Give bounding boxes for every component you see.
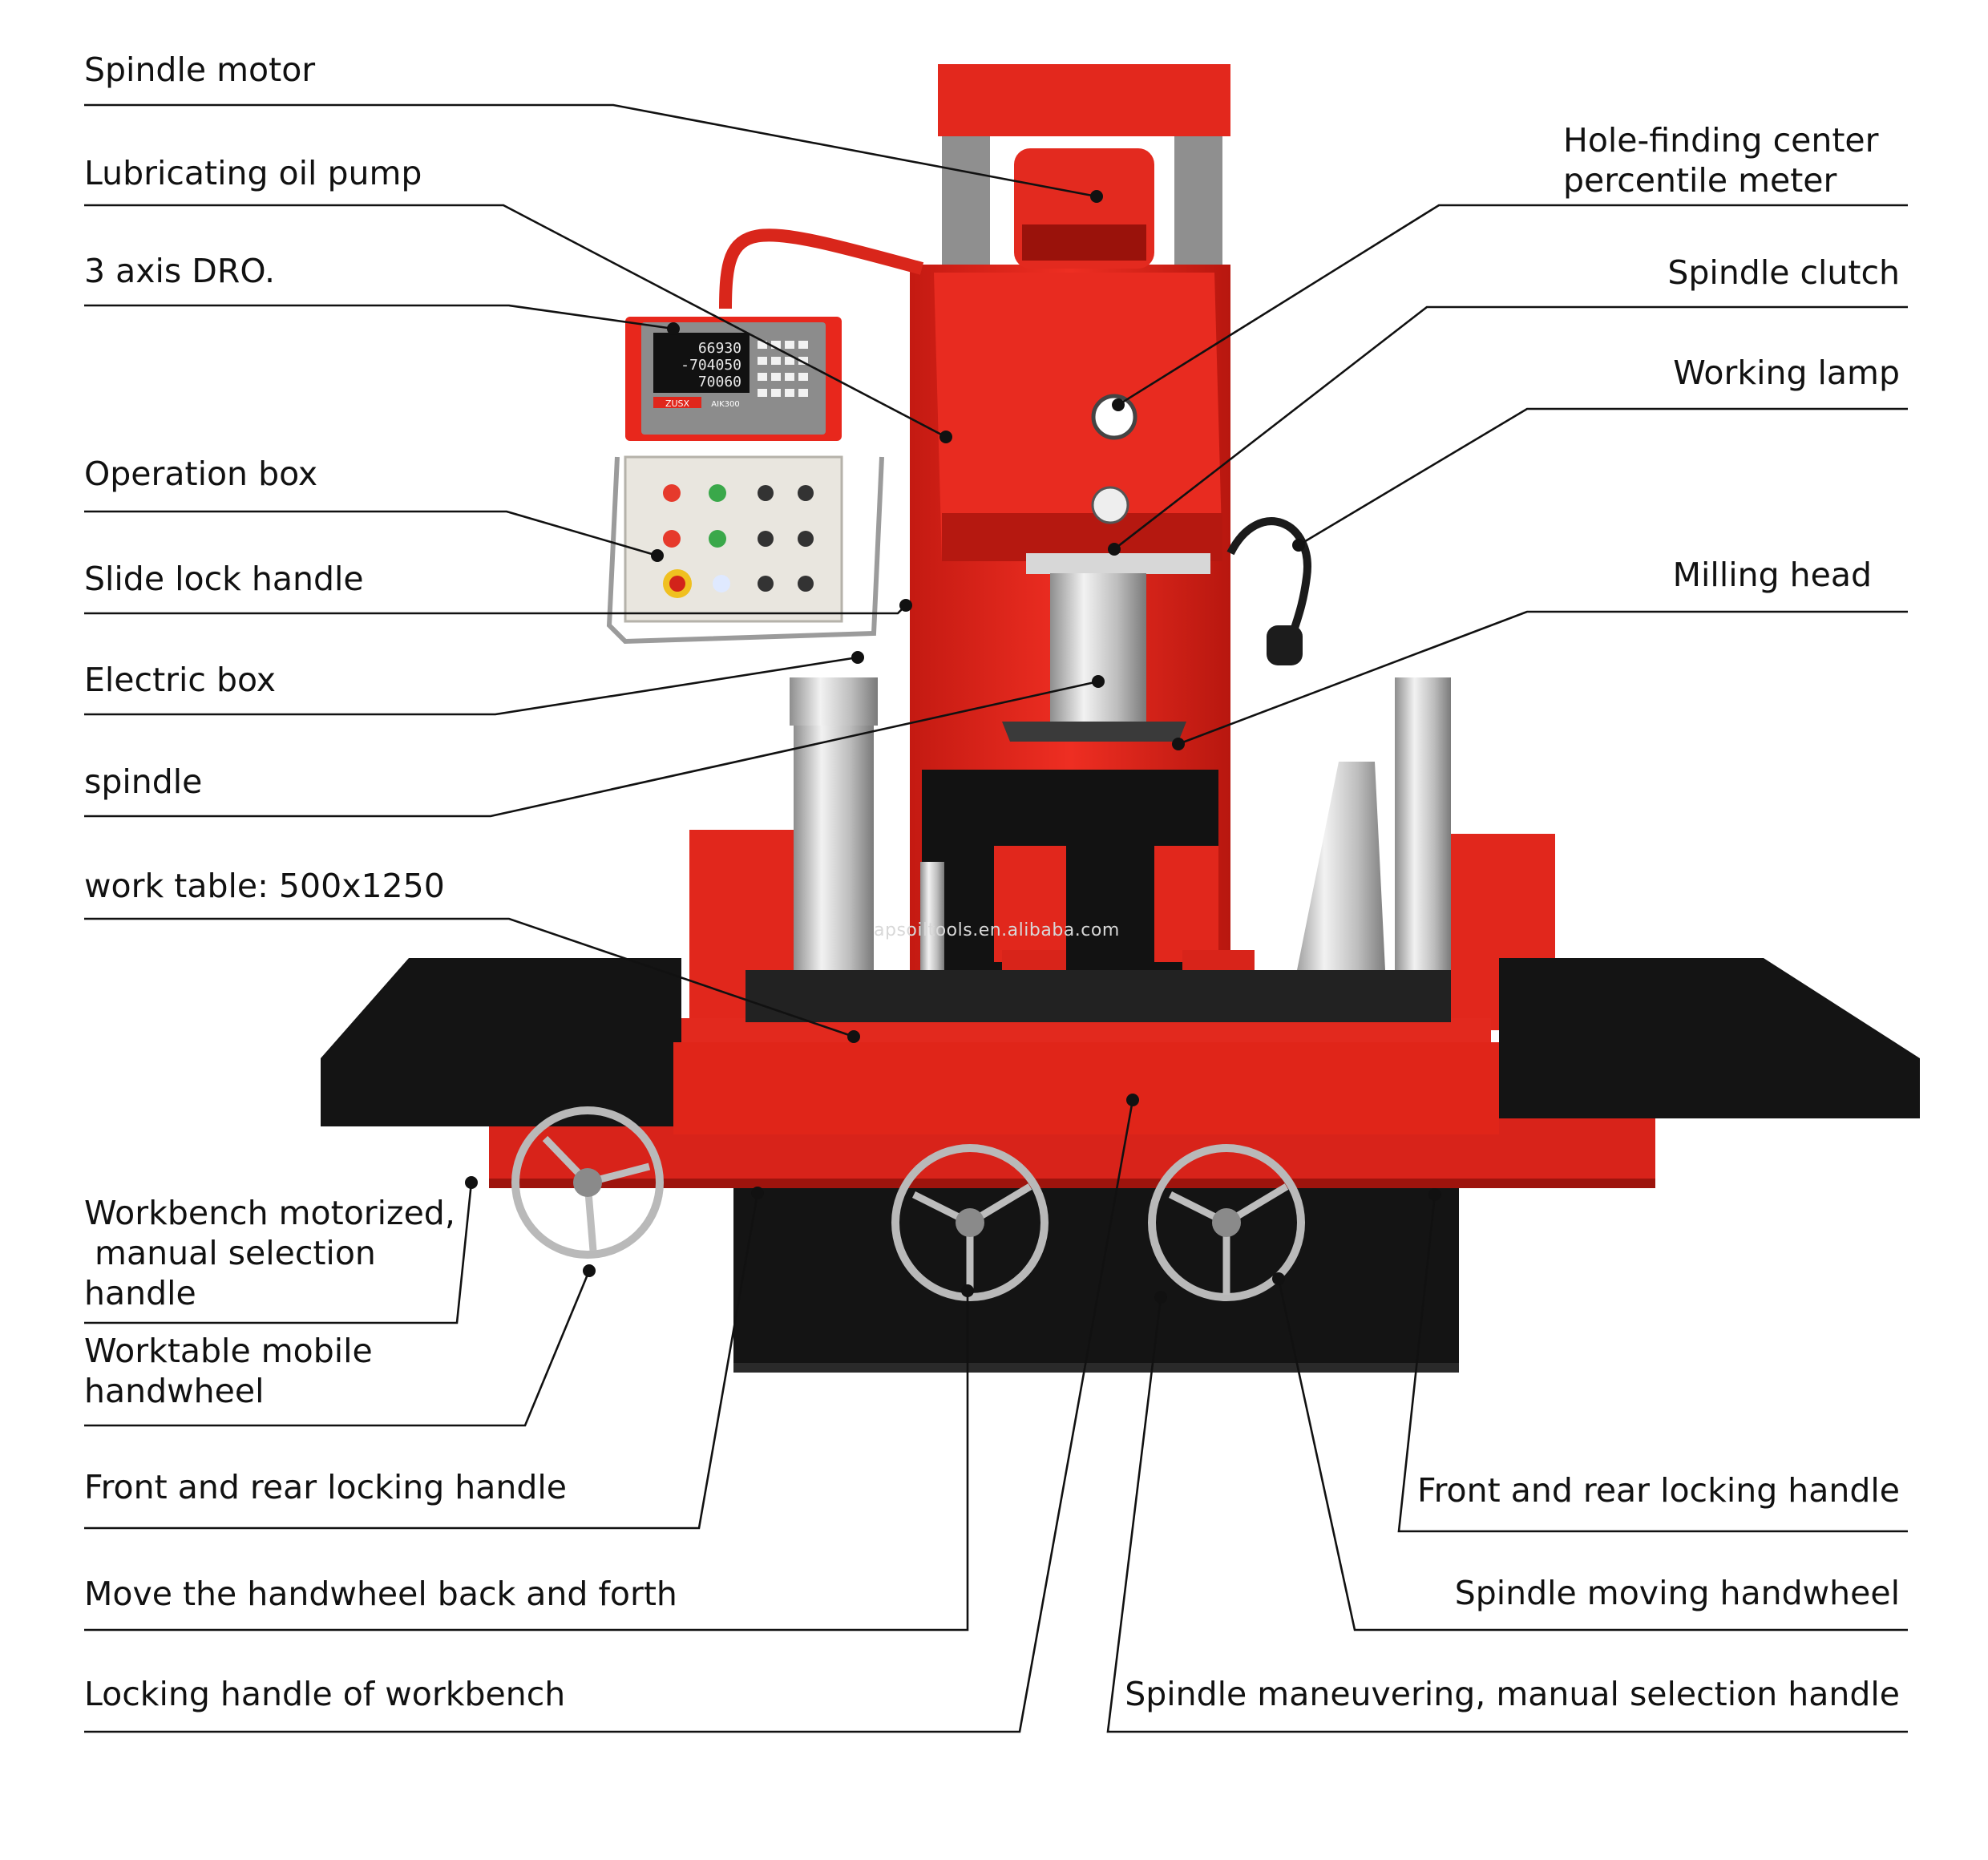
label-operation-box: Operation box — [84, 455, 318, 493]
label-spindle-clutch: Spindle clutch — [1667, 253, 1900, 292]
label-slide-lock-handle: Slide lock handle — [84, 560, 364, 598]
label-spindle: spindle — [84, 762, 203, 801]
milling-head-shape — [934, 273, 1222, 742]
label-locking-handle-workbench: Locking handle of workbench — [84, 1675, 566, 1713]
table-wing-left — [321, 958, 681, 1126]
label-work-table: work table: 500x1250 — [84, 867, 445, 905]
label-lubricating-oil-pump: Lubricating oil pump — [84, 154, 422, 192]
dro-unit: 66930 -704050 70060 ZUSX AIK300 — [625, 317, 842, 441]
label-spindle-maneuvering: Spindle maneuvering, manual selection ha… — [1125, 1675, 1900, 1713]
label-worktable-mobile-handwheel: Worktable mobile handwheel — [84, 1332, 373, 1410]
label-front-rear-locking-right: Front and rear locking handle — [1416, 1471, 1900, 1510]
handwheels — [511, 1106, 1305, 1301]
machine-base — [489, 1114, 1655, 1373]
spindle-motor-shape — [1014, 148, 1154, 269]
label-front-rear-locking-left: Front and rear locking handle — [84, 1468, 568, 1506]
label-electric-box: Electric box — [84, 661, 277, 699]
work-table-shape — [673, 970, 1499, 1134]
label-move-handwheel: Move the handwheel back and forth — [84, 1575, 677, 1613]
dro-readout-3: 70060 — [698, 374, 741, 390]
dro-model: AIK300 — [711, 400, 739, 409]
label-working-lamp: Working lamp — [1673, 354, 1900, 392]
label-3-axis-dro: 3 axis DRO. — [84, 252, 275, 290]
label-milling-head: Milling head — [1672, 556, 1872, 594]
dro-brand: ZUSX — [665, 398, 690, 409]
watermark: apsoiltools.en.alibaba.com — [874, 920, 1120, 940]
leader-lines — [84, 103, 1908, 1733]
table-wing-right — [1499, 958, 1920, 1118]
dro-readout-1: 66930 — [698, 340, 741, 357]
dro-readout-2: -704050 — [681, 357, 741, 374]
label-spindle-moving-handwheel: Spindle moving handwheel — [1454, 1574, 1900, 1612]
label-workbench-motorized: Workbench motorized, manual selection ha… — [84, 1194, 455, 1312]
label-spindle-motor: Spindle motor — [84, 51, 316, 89]
operation-box-shape — [606, 455, 884, 645]
leader-dots — [465, 190, 1441, 1304]
label-hole-finding: Hole-finding center percentile meter — [1563, 121, 1879, 200]
